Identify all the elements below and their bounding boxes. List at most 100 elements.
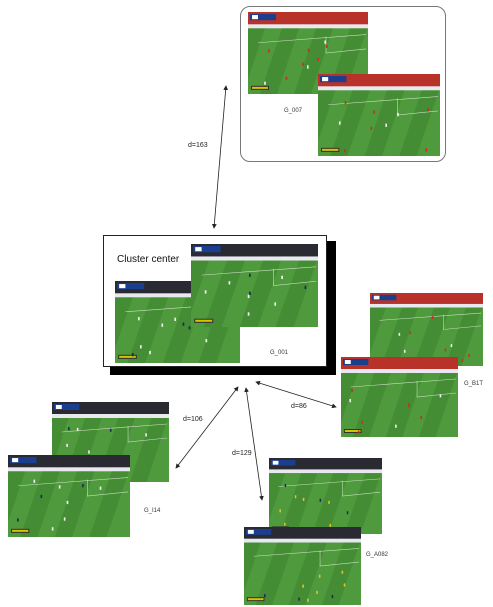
player-figure xyxy=(318,574,321,578)
cluster-center-title: Cluster center xyxy=(117,254,180,265)
arrow-ga082 xyxy=(244,387,264,501)
player-figure xyxy=(370,126,373,131)
player-figure xyxy=(228,281,231,285)
distance-label-g007: d=163 xyxy=(188,142,208,149)
player-figure xyxy=(302,497,305,501)
player-figure xyxy=(140,345,142,349)
player-figure xyxy=(351,388,353,392)
player-figure xyxy=(468,354,470,358)
player-figure xyxy=(281,275,283,280)
player-figure xyxy=(204,290,207,294)
player-figure xyxy=(331,594,334,599)
player-figure xyxy=(285,76,288,80)
player-figure xyxy=(425,148,428,152)
player-figure xyxy=(461,359,464,362)
player-figure xyxy=(349,399,352,403)
player-figure xyxy=(88,450,90,454)
player-figure xyxy=(361,420,364,424)
player-figure xyxy=(58,485,61,489)
player-figure xyxy=(439,394,442,398)
distance-label-gi14: d=106 xyxy=(183,416,203,423)
player-figure xyxy=(344,149,346,153)
player-figure xyxy=(385,123,388,127)
player-figure xyxy=(40,494,43,499)
player-figure xyxy=(247,294,250,298)
player-figure xyxy=(182,322,185,326)
thumbnail-scene xyxy=(8,455,130,537)
player-figure xyxy=(284,522,286,526)
thumbnail-scene xyxy=(191,244,318,327)
player-figure xyxy=(431,315,434,319)
player-figure xyxy=(263,594,266,598)
player-figure xyxy=(99,486,102,490)
player-figure xyxy=(51,527,54,531)
player-figure xyxy=(249,291,251,296)
group-label-g001: G_001 xyxy=(270,350,289,356)
player-figure xyxy=(338,121,341,125)
player-figure xyxy=(76,427,79,432)
thumbnail-scene xyxy=(248,12,368,94)
thumbnail-g001-b xyxy=(191,244,318,327)
player-figure xyxy=(403,349,406,353)
player-figure xyxy=(307,48,310,52)
thumbnail-gb1t-b xyxy=(341,357,458,437)
player-figure xyxy=(82,484,84,488)
player-figure xyxy=(294,495,297,499)
player-figure xyxy=(247,312,250,316)
group-label-gi14: G_I14 xyxy=(144,508,161,514)
player-figure xyxy=(68,427,70,431)
thumbnail-scene xyxy=(269,458,382,534)
player-figure xyxy=(397,112,399,117)
player-figure xyxy=(319,498,322,502)
player-figure xyxy=(341,570,344,574)
arrow-gi14 xyxy=(175,386,239,469)
player-figure xyxy=(274,302,277,306)
group-label-g007: G_007 xyxy=(284,108,303,114)
player-figure xyxy=(343,583,346,587)
player-figure xyxy=(66,443,68,447)
thumbnail-gi14-b xyxy=(8,455,130,537)
thumbnail-scene xyxy=(318,74,440,156)
player-figure xyxy=(279,509,281,513)
player-figure xyxy=(264,81,266,85)
player-figure xyxy=(138,317,140,321)
player-figure xyxy=(325,44,328,48)
player-figure xyxy=(420,415,423,420)
player-figure xyxy=(33,479,36,483)
group-label-gb1t: G_B1T xyxy=(464,381,484,387)
player-figure xyxy=(427,108,429,112)
player-figure xyxy=(302,62,304,66)
player-figure xyxy=(17,518,19,522)
player-figure xyxy=(304,285,307,290)
player-figure xyxy=(188,326,191,330)
player-figure xyxy=(131,353,134,357)
distance-label-gb1t: d=86 xyxy=(291,403,307,410)
player-figure xyxy=(307,65,309,69)
player-figure xyxy=(373,110,375,114)
thumbnail-g007-b xyxy=(318,74,440,156)
thumbnail-scene xyxy=(341,357,458,437)
thumbnail-ga082-b xyxy=(244,527,361,605)
arrow-g007 xyxy=(211,85,229,229)
thumbnail-gb1t-a xyxy=(370,293,483,366)
player-figure xyxy=(284,484,287,488)
player-figure xyxy=(444,348,447,352)
group-label-ga082: G_A082 xyxy=(366,552,389,558)
player-figure xyxy=(316,590,318,594)
player-figure xyxy=(450,344,453,348)
player-figure xyxy=(205,339,208,343)
player-figure xyxy=(409,331,411,335)
player-figure xyxy=(298,597,300,601)
player-figure xyxy=(248,273,251,277)
player-figure xyxy=(66,500,69,505)
player-figure xyxy=(324,40,326,44)
player-figure xyxy=(302,584,304,588)
thumbnail-ga082-a xyxy=(269,458,382,534)
player-figure xyxy=(398,332,401,336)
player-figure xyxy=(174,317,177,321)
player-figure xyxy=(317,57,319,61)
player-figure xyxy=(344,101,347,105)
player-figure xyxy=(145,433,147,437)
player-figure xyxy=(149,350,151,355)
player-figure xyxy=(307,598,309,602)
